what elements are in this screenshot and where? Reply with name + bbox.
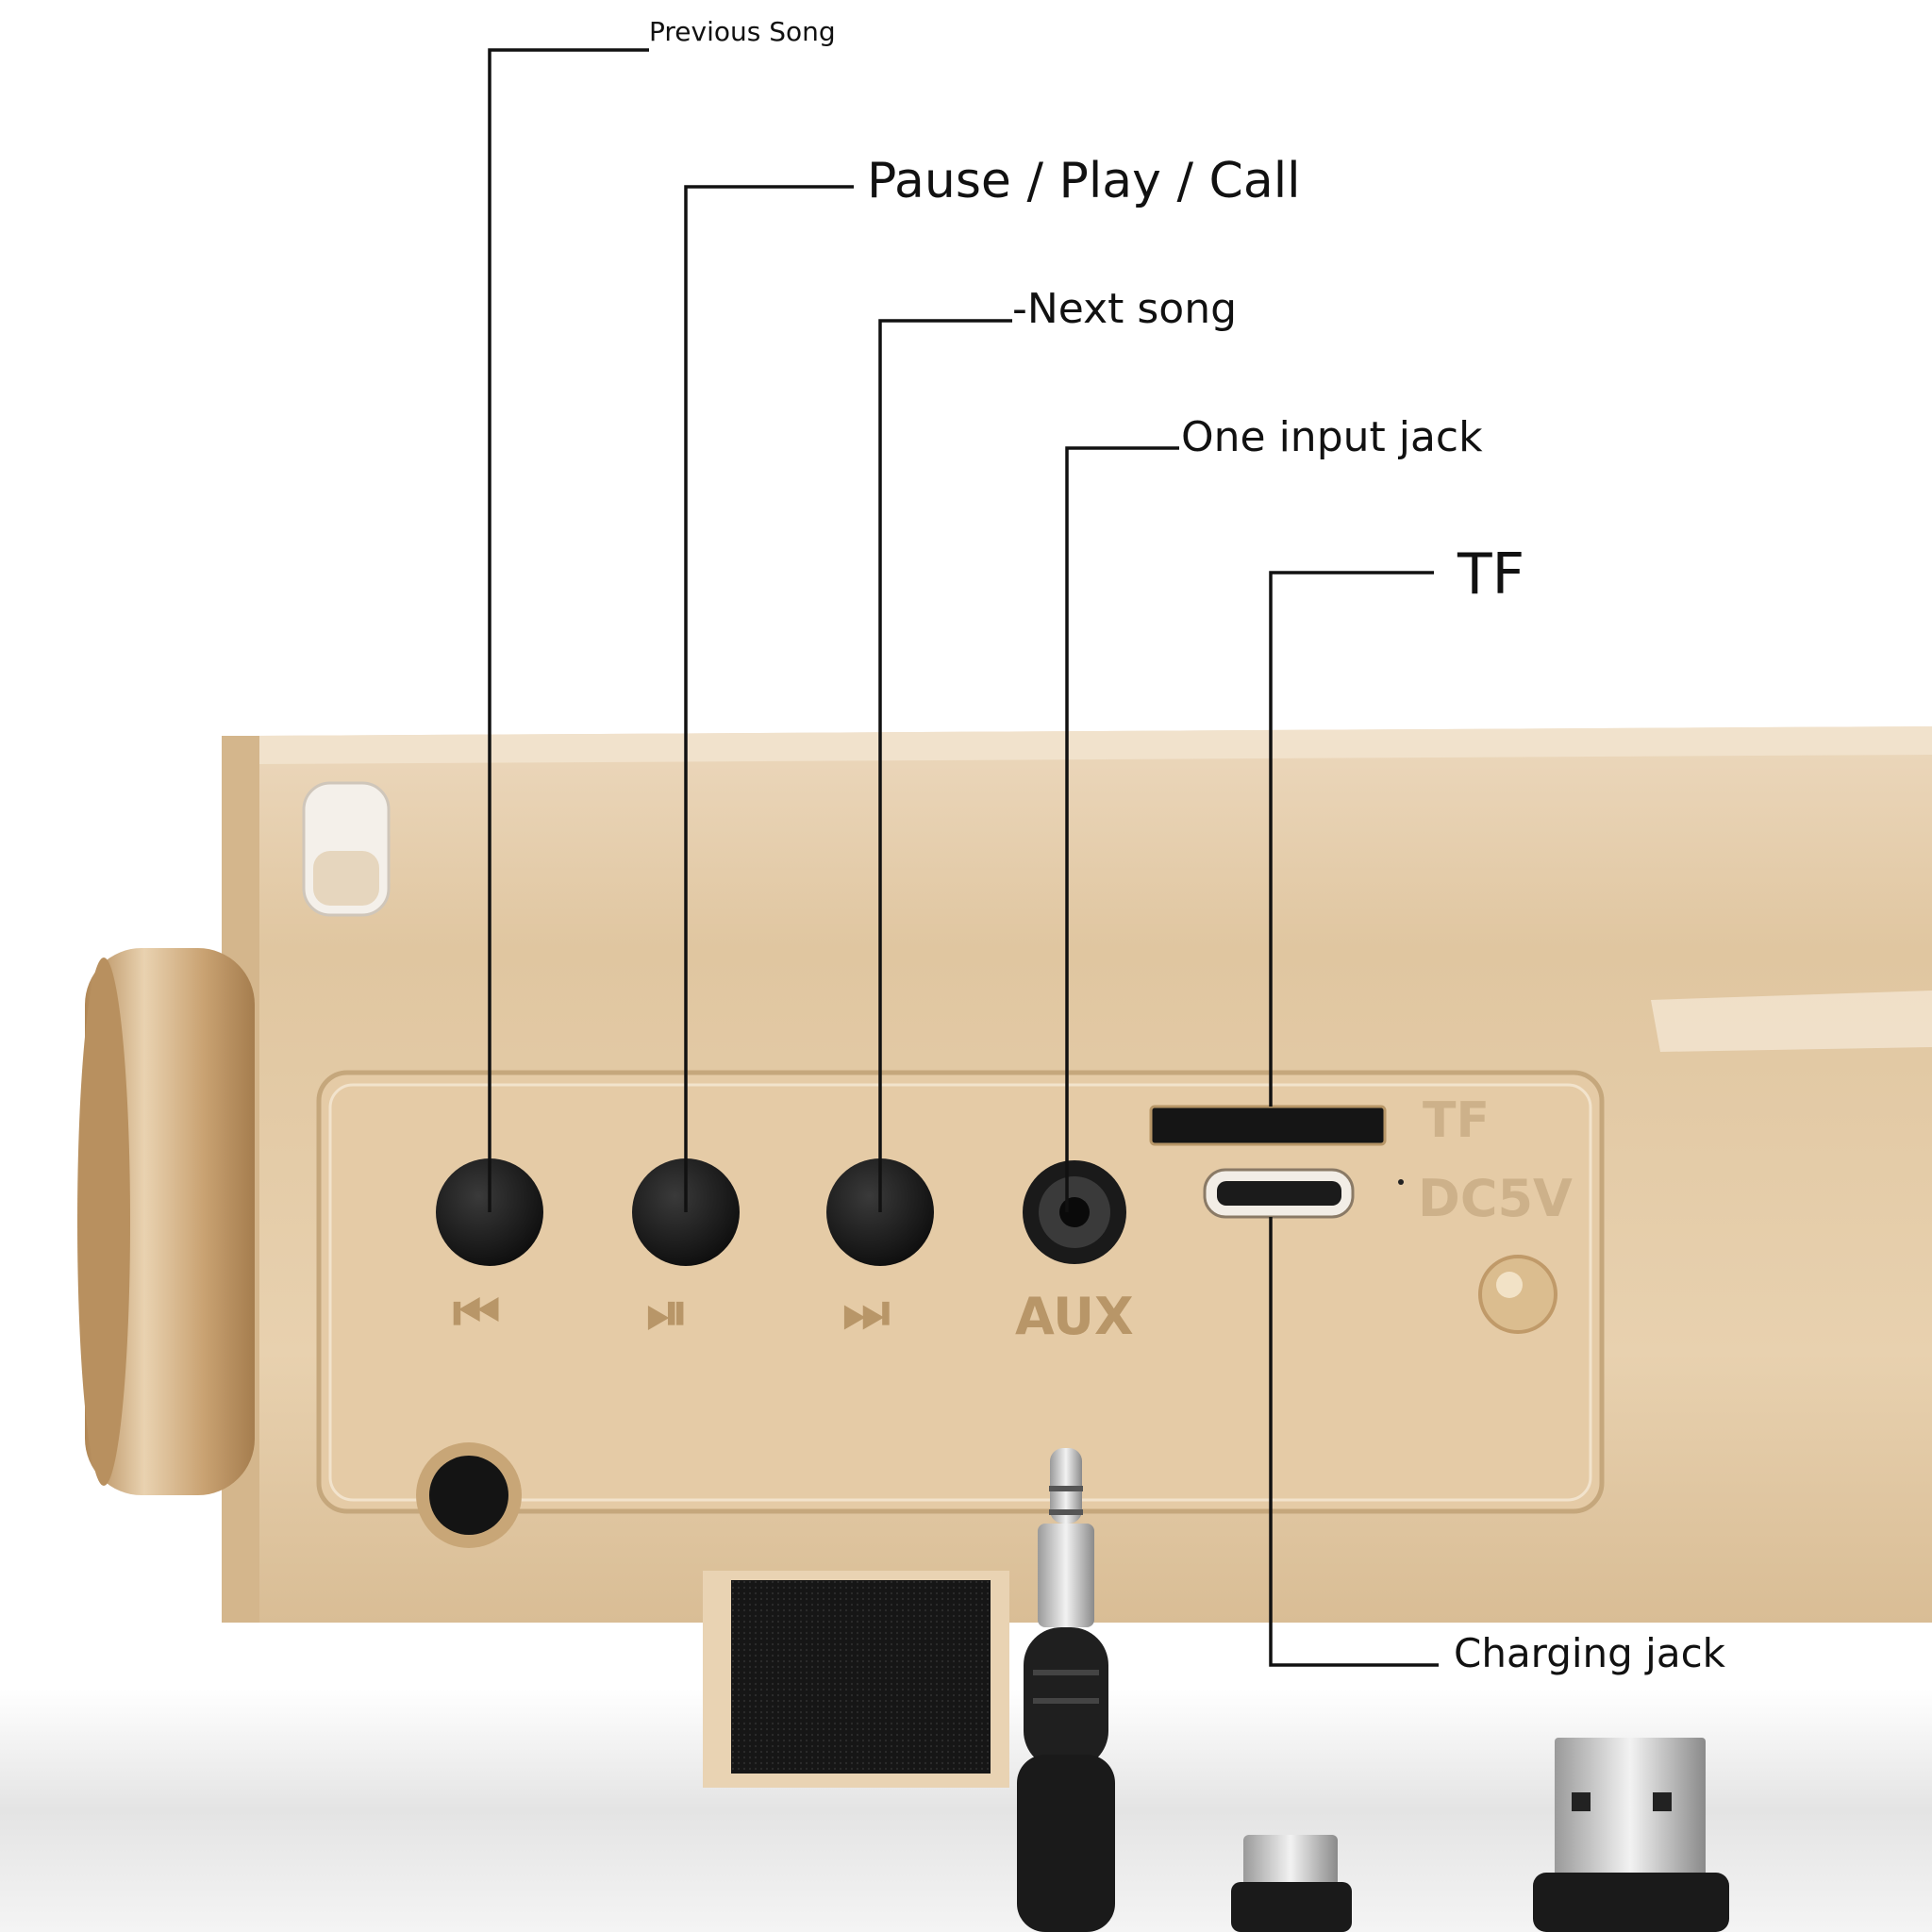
dc5v-engraving: DC5V: [1418, 1169, 1573, 1228]
tf-engraving: TF: [1423, 1092, 1490, 1149]
logo-badge: [302, 781, 391, 917]
micro-usb-cable: [1231, 1835, 1352, 1932]
aux-engraving: AUX: [1015, 1287, 1134, 1346]
charging-port[interactable]: [1203, 1168, 1355, 1219]
next-symbol: ⏭: [842, 1282, 891, 1343]
label-tf: TF: [1457, 544, 1542, 610]
label-charging-jack: Charging jack: [1446, 1630, 1735, 1687]
callout-lines: [488, 48, 1439, 1667]
control-panel: [316, 1070, 1605, 1514]
status-led: [1398, 1179, 1557, 1334]
callout-line-next: [878, 319, 1012, 1212]
label-one-input-jack: One input jack: [1181, 413, 1492, 472]
aux-input-jack[interactable]: [1023, 1160, 1126, 1264]
label-next-song: -Next song: [1012, 285, 1245, 343]
play-symbol: ⏯: [646, 1282, 689, 1343]
label-pause-play-call: Pause / Play / Call: [863, 153, 1320, 219]
callout-line-charging: [1269, 1217, 1439, 1667]
callout-line-play: [684, 185, 854, 1212]
tf-card-slot[interactable]: [1149, 1105, 1387, 1146]
prev-symbol: ⏮: [453, 1282, 501, 1343]
label-previous-song: Previous Song: [649, 17, 841, 57]
usb-a-cable: [1533, 1738, 1729, 1932]
grille-foot: [703, 1571, 1009, 1788]
callout-line-input: [1065, 446, 1179, 1212]
callout-line-tf: [1269, 571, 1434, 1107]
lower-jack: [416, 1442, 522, 1548]
speaker-end-cap: [77, 948, 255, 1495]
callout-line-previous: [488, 48, 649, 1212]
aux-cable: [1017, 1448, 1115, 1932]
